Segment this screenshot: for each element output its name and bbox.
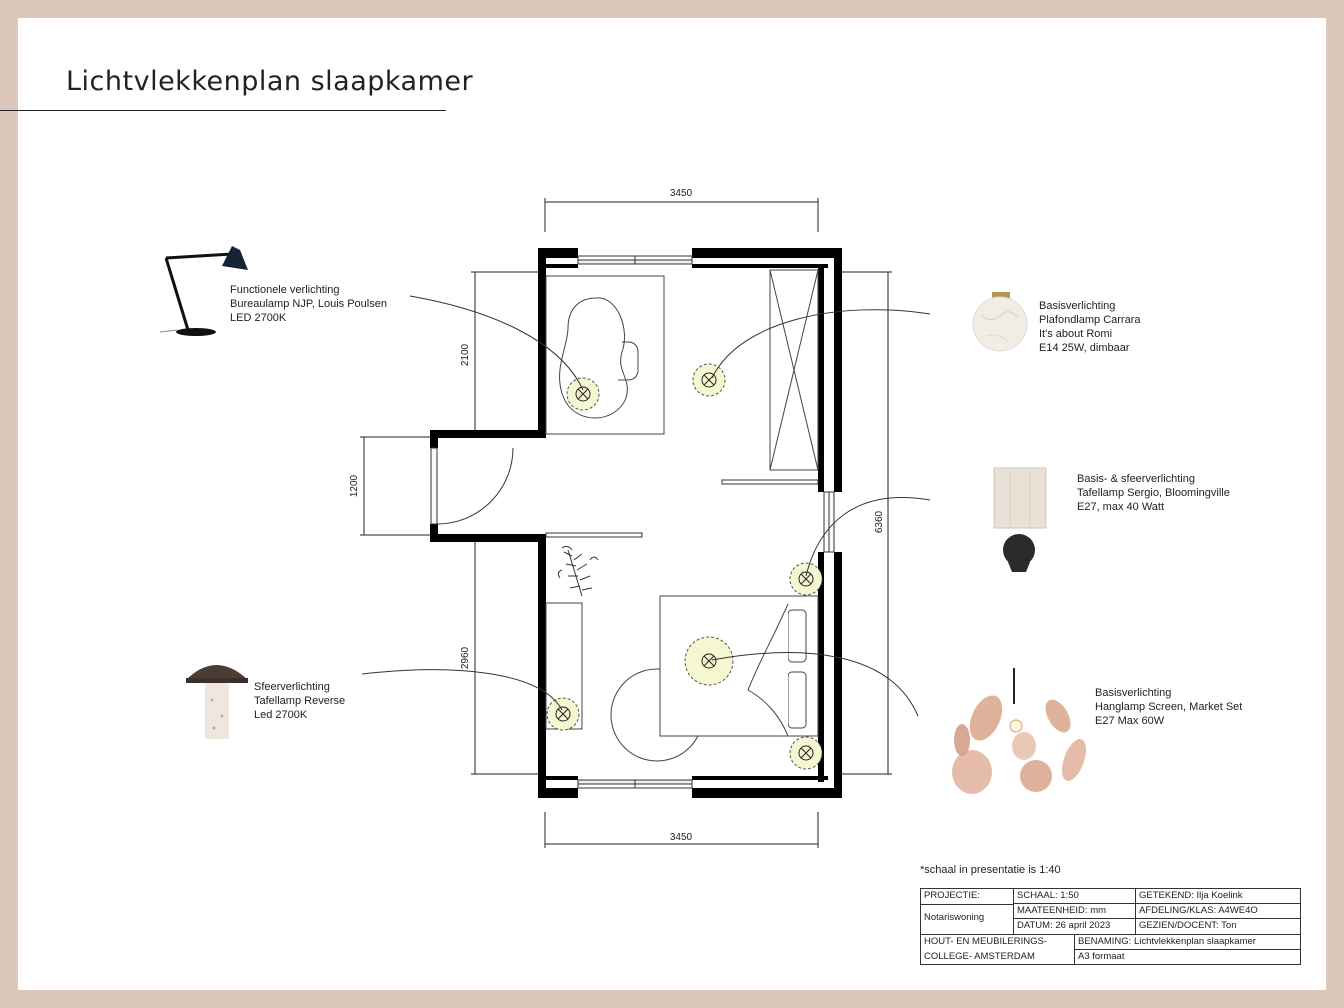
label-line: Hanglamp Screen, Market Set [1095,701,1243,713]
label-line: Basis- & sfeerverlichting [1077,473,1195,485]
label-line: Basisverlichting [1039,300,1116,312]
leader-lines [361,295,931,717]
table-lamp-icon [993,467,1047,572]
light-spot-ceiling-upper [692,363,726,397]
mushroom-lamp-icon [186,665,248,739]
label-line: E27, max 40 Watt [1077,501,1165,513]
tb-school-line1: HOUT- EN MEUBILERINGS- [921,934,1074,949]
dim-left-lower: 2960 [460,646,471,669]
label-line: Functionele verlichting [230,284,340,296]
label-line: LED 2700K [230,312,287,324]
label-line: It's about Romi [1039,328,1113,340]
light-spot-dresser [546,697,580,731]
light-spot-pendant [684,636,734,686]
dim-top-width: 3450 [670,188,693,199]
pendant-lamp-icon [952,668,1087,794]
label-desk-lamp: Functionele verlichting Bureaulamp NJP, … [230,283,387,325]
plant [557,545,599,597]
walls [430,248,842,798]
windows [430,255,835,789]
label-mushroom-lamp: Sfeerverlichting Tafellamp Reverse Led 2… [254,680,345,722]
label-line: Led 2700K [254,709,308,721]
light-spots [546,363,823,770]
tb-schaal: SCHAAL: 1:50 [1013,889,1135,904]
desk [545,275,665,435]
light-spot-desk [566,377,600,411]
label-line: Plafondlamp Carrara [1039,314,1141,326]
bed [659,595,819,737]
label-line: Sfeerverlichting [254,681,330,693]
wardrobe [769,269,819,471]
label-line: E27 Max 60W [1095,715,1165,727]
scale-note: *schaal in presentatie is 1:40 [920,864,1061,876]
light-spot-bedside-lower [789,736,823,770]
dim-left-upper: 2100 [460,343,471,366]
label-line: Bureaulamp NJP, Louis Poulsen [230,298,387,310]
tb-getekend: GETEKEND: Ilja Koelink [1135,889,1300,904]
label-line: E14 25W, dimbaar [1039,342,1130,354]
tb-afdeling: AFDELING/KLAS: A4WE4O [1135,904,1300,919]
tb-benaming: BENAMING: Lichtvlekkenplan slaapkamer [1074,934,1300,950]
dim-bottom-width: 3450 [670,832,693,843]
drawing-sheet [18,18,1326,990]
light-spot-bedside-upper [789,562,823,596]
dim-left-door: 1200 [349,474,360,497]
dim-right-total: 6360 [874,510,885,533]
page-title: Lichtvlekkenplan slaapkamer [66,66,474,97]
label-ceiling-lamp: Basisverlichting Plafondlamp Carrara It'… [1039,299,1141,355]
tb-school-line2: COLLEGE- AMSTERDAM [924,951,1035,962]
ceiling-lamp-icon [972,292,1028,352]
label-line: Tafellamp Sergio, Bloomingville [1077,487,1230,499]
tb-projectie-value: Notariswoning [924,912,985,923]
tb-projectie-label: PROJECTIE: [921,889,1013,905]
tb-datum: DATUM: 26 april 2023 [1013,919,1135,934]
label-line: Basisverlichting [1095,687,1172,699]
partitions [545,479,819,538]
tb-formaat: A3 formaat [1074,950,1300,965]
label-line: Tafellamp Reverse [254,695,346,707]
title-block: PROJECTIE: Notariswoning SCHAAL: 1:50 MA… [920,888,1301,965]
title-underline [0,110,446,111]
desk-lamp-icon [159,246,248,336]
door [436,447,514,525]
dimension-lines [360,198,892,848]
tb-gezien: GEZIEN/DOCENT: Ton [1135,919,1300,934]
tb-maateenheid: MAATEENHEID: mm [1013,904,1135,919]
label-table-lamp: Basis- & sfeerverlichting Tafellamp Serg… [1077,472,1230,514]
label-pendant-lamp: Basisverlichting Hanglamp Screen, Market… [1095,686,1242,728]
